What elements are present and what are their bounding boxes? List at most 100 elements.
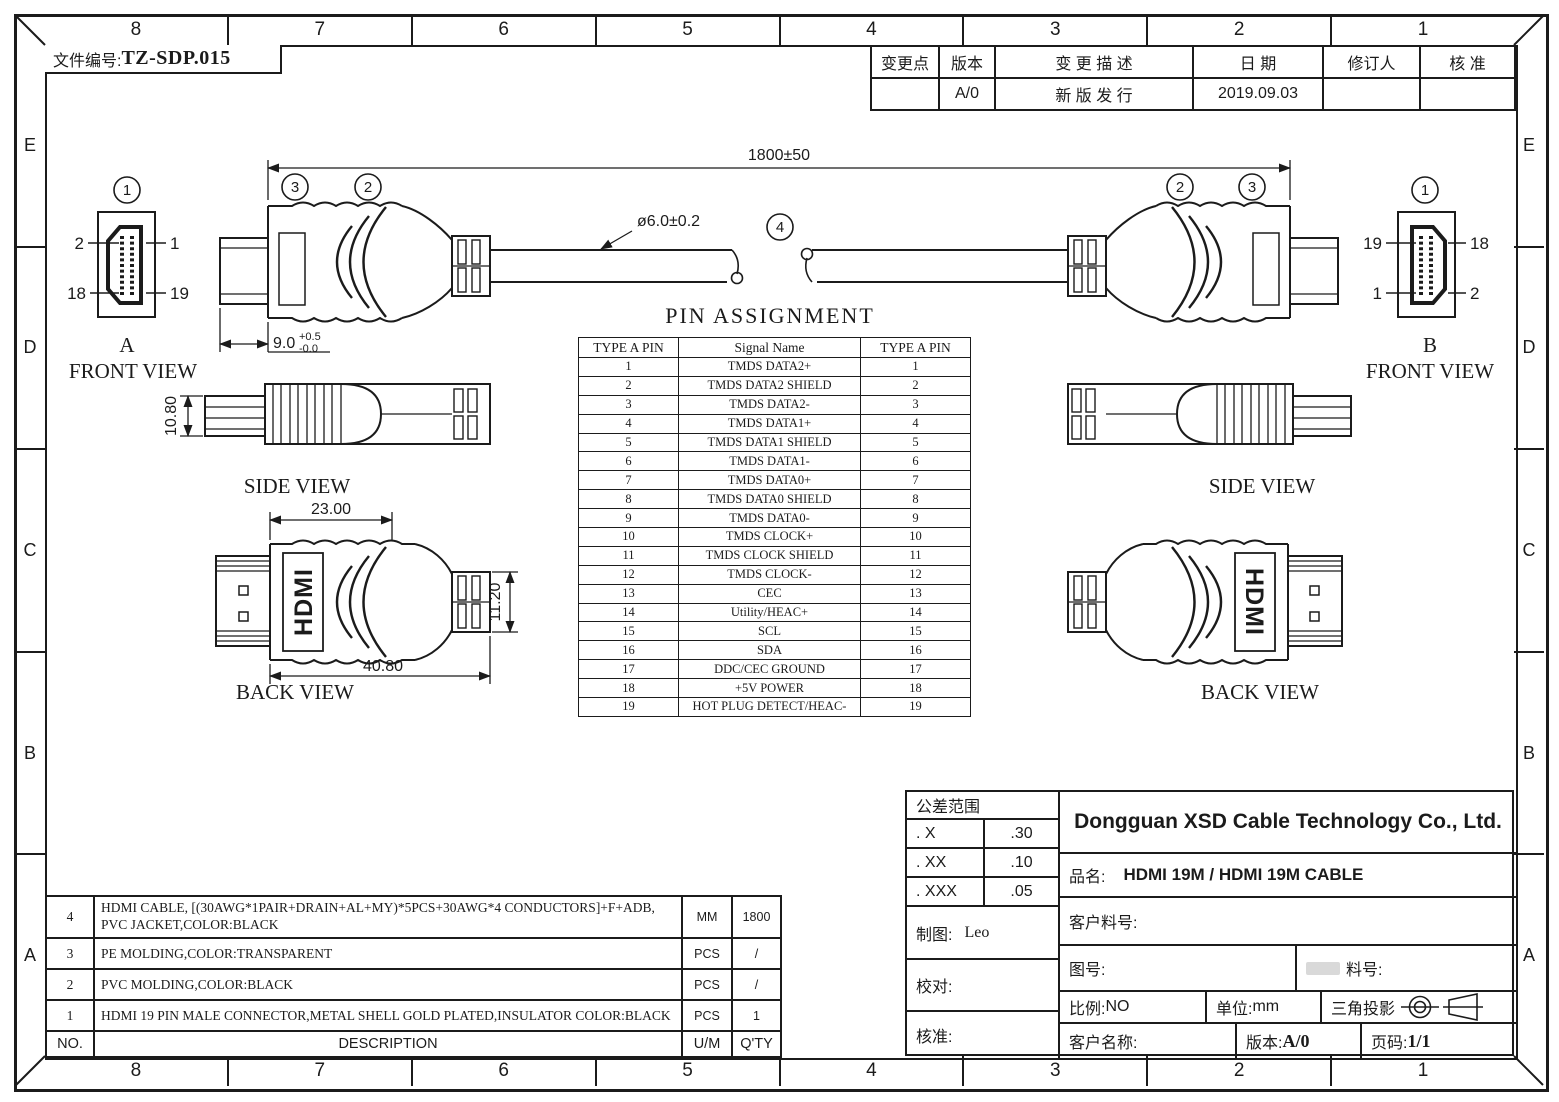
dim-body-width: 23.00 — [311, 501, 351, 518]
erased-stamp-mark — [1306, 961, 1340, 975]
pin-label-a-br: 19 — [170, 284, 189, 303]
connector-a-side-drawing — [219, 173, 491, 323]
balloon-3-a: 3 — [291, 179, 299, 196]
balloon-3-b: 3 — [1248, 179, 1256, 196]
balloon-1-b: 1 — [1421, 182, 1429, 199]
zone-row-label: D — [15, 248, 45, 451]
title-block: 公差范围 . X .30 . XX .10 . XXX .05 制图: Leo … — [905, 790, 1516, 1058]
bom-row: 4 HDMI CABLE, [(30AWG*1PAIR+DRAIN+AL+MY)… — [45, 895, 782, 939]
unit-label: 单位: — [1216, 1001, 1253, 1018]
document-number-label: 文件编号: — [53, 52, 122, 70]
zone-row-label: E — [15, 45, 45, 248]
zone-row-label: E — [1514, 45, 1544, 248]
front-view-a-drawing — [88, 176, 166, 318]
customer-part-cell: 客户料号: — [1060, 898, 1516, 946]
scale-cell: 比例: NO — [1060, 992, 1207, 1024]
zone-col-label: 8 — [45, 1056, 229, 1086]
drawn-by-label: 制图: — [916, 926, 953, 944]
drawn-by-cell: 制图: Leo — [907, 907, 1060, 960]
balloon-2-b: 2 — [1176, 179, 1184, 196]
dim-plug-tol-up: +0.5 — [299, 331, 321, 343]
zone-row-label: B — [1514, 653, 1544, 856]
dim-total-width: 40.80 — [363, 658, 403, 675]
pin-table-header-row: TYPE A PIN Signal Name TYPE A PIN — [578, 337, 971, 358]
side-view-b-drawing — [1067, 383, 1352, 445]
side-view-a-drawing — [204, 383, 491, 445]
tolerance-value-cell: .10 — [985, 849, 1060, 878]
dim-plug-depth: 9.0 — [273, 335, 295, 352]
tolerance-title: 公差范围 — [916, 799, 981, 816]
approved-by-cell: 核准: — [907, 1012, 1060, 1058]
dimension-plug-depth — [219, 308, 330, 353]
side-view-a-label: SIDE VIEW — [244, 474, 351, 498]
unit-value: mm — [1252, 998, 1280, 1015]
company-name-cell: Dongguan XSD Cable Technology Co., Ltd. — [1060, 792, 1516, 854]
zone-col-label: 5 — [597, 15, 781, 45]
product-name-label: 品名: — [1069, 869, 1106, 886]
zone-col-label: 2 — [1148, 1056, 1333, 1086]
tolerance-range-cell: . XXX — [907, 878, 985, 907]
zone-col-label: 4 — [781, 1056, 965, 1086]
hdmi-logo-a: HDMI — [290, 568, 318, 636]
back-view-b-label: BACK VIEW — [1201, 680, 1319, 704]
dim-overall-length: 1800±50 — [748, 147, 810, 164]
scale-label: 比例: — [1069, 1001, 1106, 1018]
tolerance-title-cell: 公差范围 — [907, 792, 1060, 820]
projection-cell: 三角投影 — [1322, 992, 1516, 1024]
page-label: 页码: — [1371, 1035, 1408, 1052]
zone-row-label: C — [1514, 450, 1544, 653]
dim-plug-tol-dn: -0.0 — [299, 343, 318, 355]
balloon-2-a: 2 — [364, 179, 372, 196]
hdmi-logo-b: HDMI — [1240, 568, 1268, 636]
pin-assignment-title: PIN ASSIGNMENT — [665, 303, 875, 328]
bom-row: 3 PE MOLDING,COLOR:TRANSPARENT PCS / — [45, 937, 782, 970]
balloon-4: 4 — [776, 219, 784, 236]
part-number-cell: 料号: — [1297, 946, 1516, 992]
revision-value: A/0 — [1282, 1030, 1310, 1051]
zone-row-label: B — [15, 653, 45, 856]
zone-row-label: A — [23, 945, 36, 966]
zone-col-label: 3 — [964, 1056, 1149, 1086]
zone-col-label: 5 — [597, 1056, 781, 1086]
front-view-a-label: FRONT VIEW — [69, 359, 197, 383]
zone-col-label: 7 — [229, 15, 413, 45]
zone-col-label: 3 — [964, 15, 1149, 45]
pin-label-b-bl: 1 — [1373, 284, 1382, 303]
checked-by-cell: 校对: — [907, 960, 1060, 1012]
revision-header-row: 变更点 版本 变 更 描 述 日 期 修订人 核 准 — [870, 45, 1516, 79]
dim-neck-height: 11.20 — [487, 582, 504, 621]
revision-cell: 版本: A/0 — [1237, 1024, 1362, 1058]
bom-footer-row: NO. DESCRIPTION U/M Q'TY — [45, 1030, 782, 1058]
zone-band-bottom: 8 7 6 5 4 3 2 1 — [45, 1056, 1514, 1086]
scale-value: NO — [1105, 998, 1130, 1015]
zone-col-label: 7 — [229, 1056, 413, 1086]
cable-drawing — [490, 213, 1068, 285]
pin-label-a-tr: 1 — [170, 234, 179, 253]
page-cell: 页码: 1/1 — [1362, 1024, 1516, 1058]
front-view-b-drawing — [1386, 176, 1466, 318]
revision-table: 变更点 版本 变 更 描 述 日 期 修订人 核 准 A/0 新 版 发 行 2… — [870, 45, 1516, 111]
projection-label: 三角投影 — [1331, 1001, 1396, 1018]
unit-cell: 单位: mm — [1207, 992, 1322, 1024]
view-label-a: A — [119, 333, 135, 357]
zone-band-left: E D C B A — [15, 45, 45, 1056]
zone-col-label: 2 — [1148, 15, 1333, 45]
balloon-1-a: 1 — [123, 182, 131, 199]
zone-row-label: A — [1522, 945, 1535, 966]
bom-row: 1 HDMI 19 PIN MALE CONNECTOR,METAL SHELL… — [45, 999, 782, 1032]
dimension-neck-height — [492, 571, 518, 633]
drawn-by-value: Leo — [964, 923, 990, 941]
zone-col-label: 6 — [413, 15, 597, 45]
